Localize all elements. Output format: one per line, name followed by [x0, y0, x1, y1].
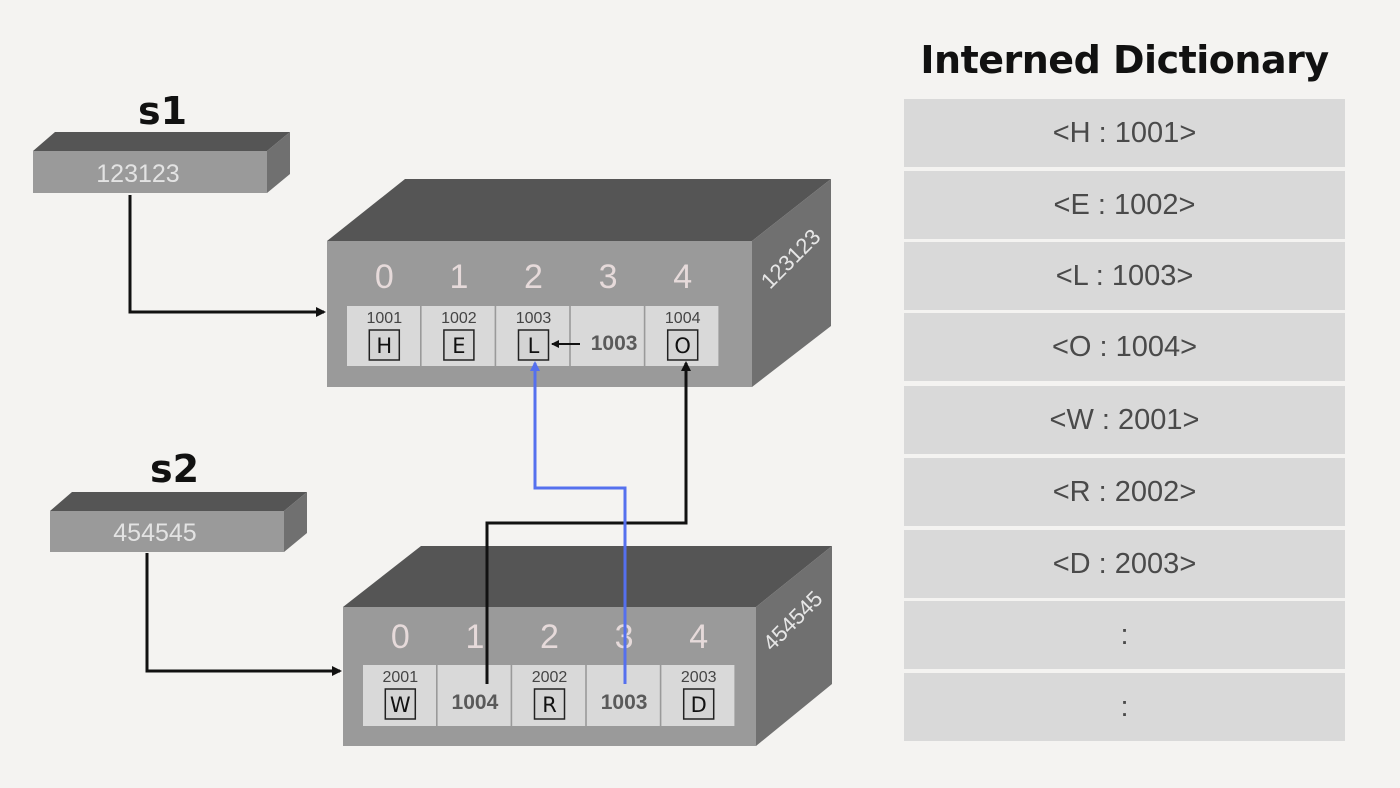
array-index-label: 4 [673, 258, 692, 296]
cell-address-label: 2003 [681, 669, 717, 686]
array-index-label: 1 [449, 258, 468, 296]
cell-char-value: E [452, 334, 465, 358]
dictionary-entry: <L : 1003> [904, 242, 1345, 310]
dictionary-entry: <O : 1004> [904, 313, 1345, 381]
dictionary-title: Interned Dictionary [920, 38, 1329, 82]
variable-address-s2: 454545 [113, 519, 196, 547]
cell-char-box [517, 329, 550, 361]
cell-char-box [666, 329, 699, 361]
pointer-arrow-s2 [145, 553, 342, 676]
dictionary-entry: <D : 2003> [904, 530, 1345, 598]
cell-char-value: R [542, 693, 557, 717]
cell-char-box [533, 688, 566, 720]
array-cell: 1 1004 [437, 618, 511, 726]
cell-char-box [682, 688, 715, 720]
cell-address-label: 2002 [532, 669, 568, 686]
cell-address-label: 1004 [665, 310, 701, 327]
array-index-label: 4 [689, 618, 708, 656]
variable-name-s1: s1 [138, 89, 187, 133]
array-cell: 3 1003 [570, 258, 644, 366]
dictionary-entry: : [904, 601, 1345, 669]
cell-char-box [384, 688, 417, 720]
reference-arrow-1003-blue [530, 361, 627, 684]
cell-address-label: 1002 [441, 310, 477, 327]
cell-char-value: W [390, 693, 411, 717]
cell-char-value: D [691, 693, 707, 717]
dictionary-entry: <W : 2001> [904, 386, 1345, 454]
cell-reference-value: 1004 [452, 691, 499, 714]
cell-char-value: H [376, 334, 392, 358]
dictionary-entry: : [904, 673, 1345, 741]
cell-char-box [368, 329, 401, 361]
reference-arrow-1004 [485, 361, 691, 684]
variable-address-s1: 123123 [96, 160, 179, 188]
array-index-label: 2 [524, 258, 543, 296]
cell-address-label: 1001 [367, 310, 403, 327]
dictionary-entry: <E : 1002> [904, 171, 1345, 239]
pointer-arrow-s1 [128, 195, 326, 317]
cell-address-label: 2001 [383, 669, 419, 686]
cell-char-value: L [528, 334, 540, 358]
variable-s1: s1 123123 [33, 89, 290, 193]
cell-address-label: 1003 [516, 310, 552, 327]
variable-name-s2: s2 [150, 447, 199, 491]
array-index-label: 0 [391, 618, 410, 656]
dictionary-entry: <R : 2002> [904, 458, 1345, 526]
array-index-label: 0 [375, 258, 394, 296]
cell-char-value: O [674, 334, 691, 358]
cell-reference-value: 1003 [591, 332, 638, 355]
variable-s2: s2 454545 [50, 447, 307, 552]
array-index-label: 2 [540, 618, 559, 656]
cell-reference-value: 1003 [601, 691, 648, 714]
cell-char-box [443, 329, 475, 361]
array-index-label: 3 [599, 258, 618, 296]
array-index-label: 1 [465, 618, 484, 656]
dictionary-entry: <H : 1001> [904, 99, 1345, 167]
